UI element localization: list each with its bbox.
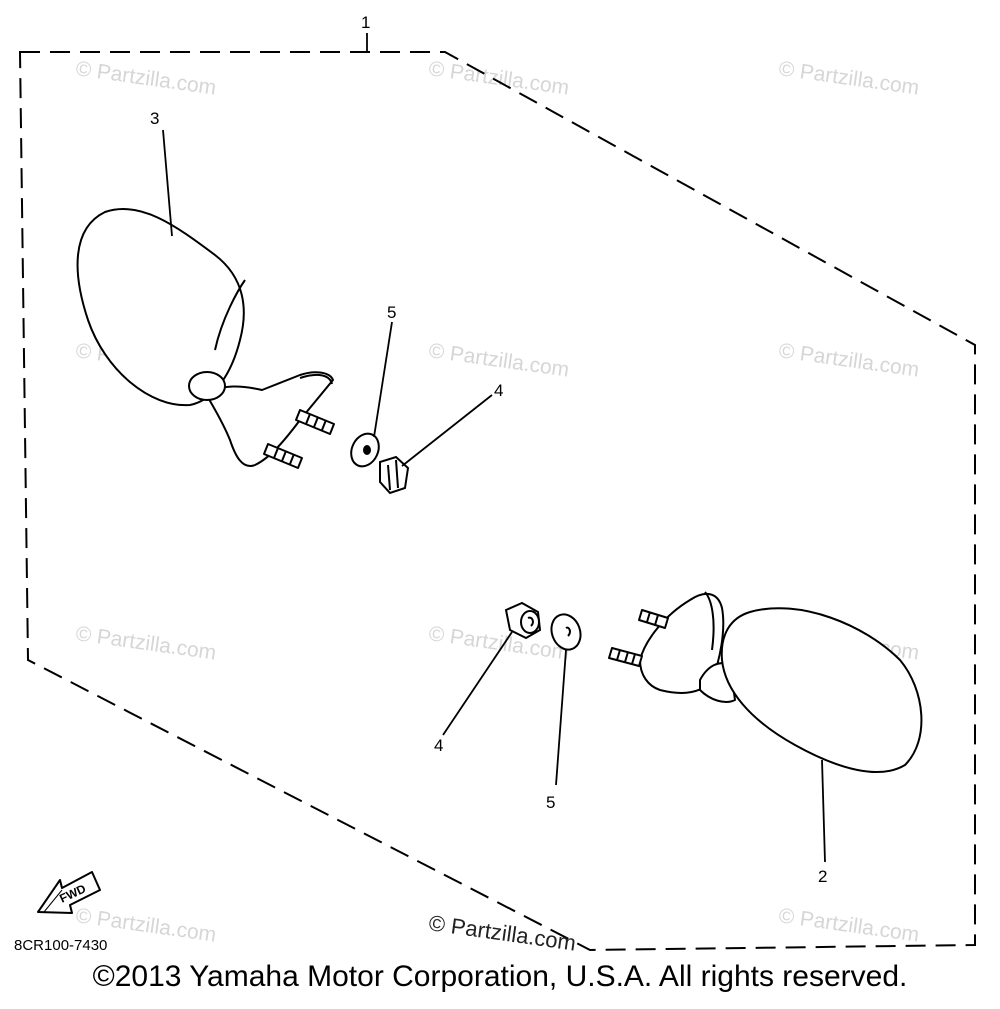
leader-line-4-top — [401, 394, 493, 467]
watermark: © Partzilla.com — [427, 339, 570, 381]
watermark-primary: © Partzilla.com — [427, 910, 577, 955]
leader-line-5-top — [373, 321, 393, 438]
leader-line-4-bottom — [442, 631, 513, 736]
washer-lower — [550, 613, 582, 651]
mirror-stud-upper — [295, 409, 335, 435]
copyright-notice: ©2013 Yamaha Motor Corporation, U.S.A. A… — [92, 960, 908, 993]
watermark: © Partzilla.com — [74, 57, 217, 99]
callout-5-top: 5 — [387, 303, 396, 322]
mirror-stud-upper — [638, 609, 669, 629]
leader-line-5-bottom — [555, 649, 567, 786]
nut-lower — [504, 601, 542, 640]
watermark-grid: © Partzilla.com © Partzilla.com © Partzi… — [74, 57, 920, 946]
watermark: © Partzilla.com — [427, 622, 570, 664]
mirror-stud-lower — [608, 647, 643, 667]
callout-4-bottom: 4 — [434, 736, 443, 755]
watermark: © Partzilla.com — [427, 57, 570, 99]
callout-4-top: 4 — [494, 381, 503, 400]
callout-2: 2 — [818, 867, 827, 886]
left-mirror — [76, 207, 335, 469]
leader-line-2 — [821, 759, 826, 863]
washer-upper — [350, 432, 380, 468]
diagram-canvas: © Partzilla.com © Partzilla.com © Partzi… — [14, 13, 976, 956]
watermark: © Partzilla.com — [777, 339, 920, 381]
callout-5-bottom: 5 — [546, 793, 555, 812]
right-mirror — [608, 591, 923, 774]
watermark: © Partzilla.com — [777, 904, 920, 946]
leader-line-3 — [162, 129, 173, 237]
assembly-outline — [18, 51, 976, 952]
mirror-stud-lower — [263, 443, 303, 469]
watermark: © Partzilla.com — [777, 57, 920, 99]
callout-1: 1 — [361, 13, 370, 32]
nut-upper — [379, 455, 410, 495]
watermark: © Partzilla.com — [74, 622, 217, 664]
callout-3: 3 — [150, 109, 159, 128]
drawing-code: 8CR100-7430 — [14, 937, 107, 954]
